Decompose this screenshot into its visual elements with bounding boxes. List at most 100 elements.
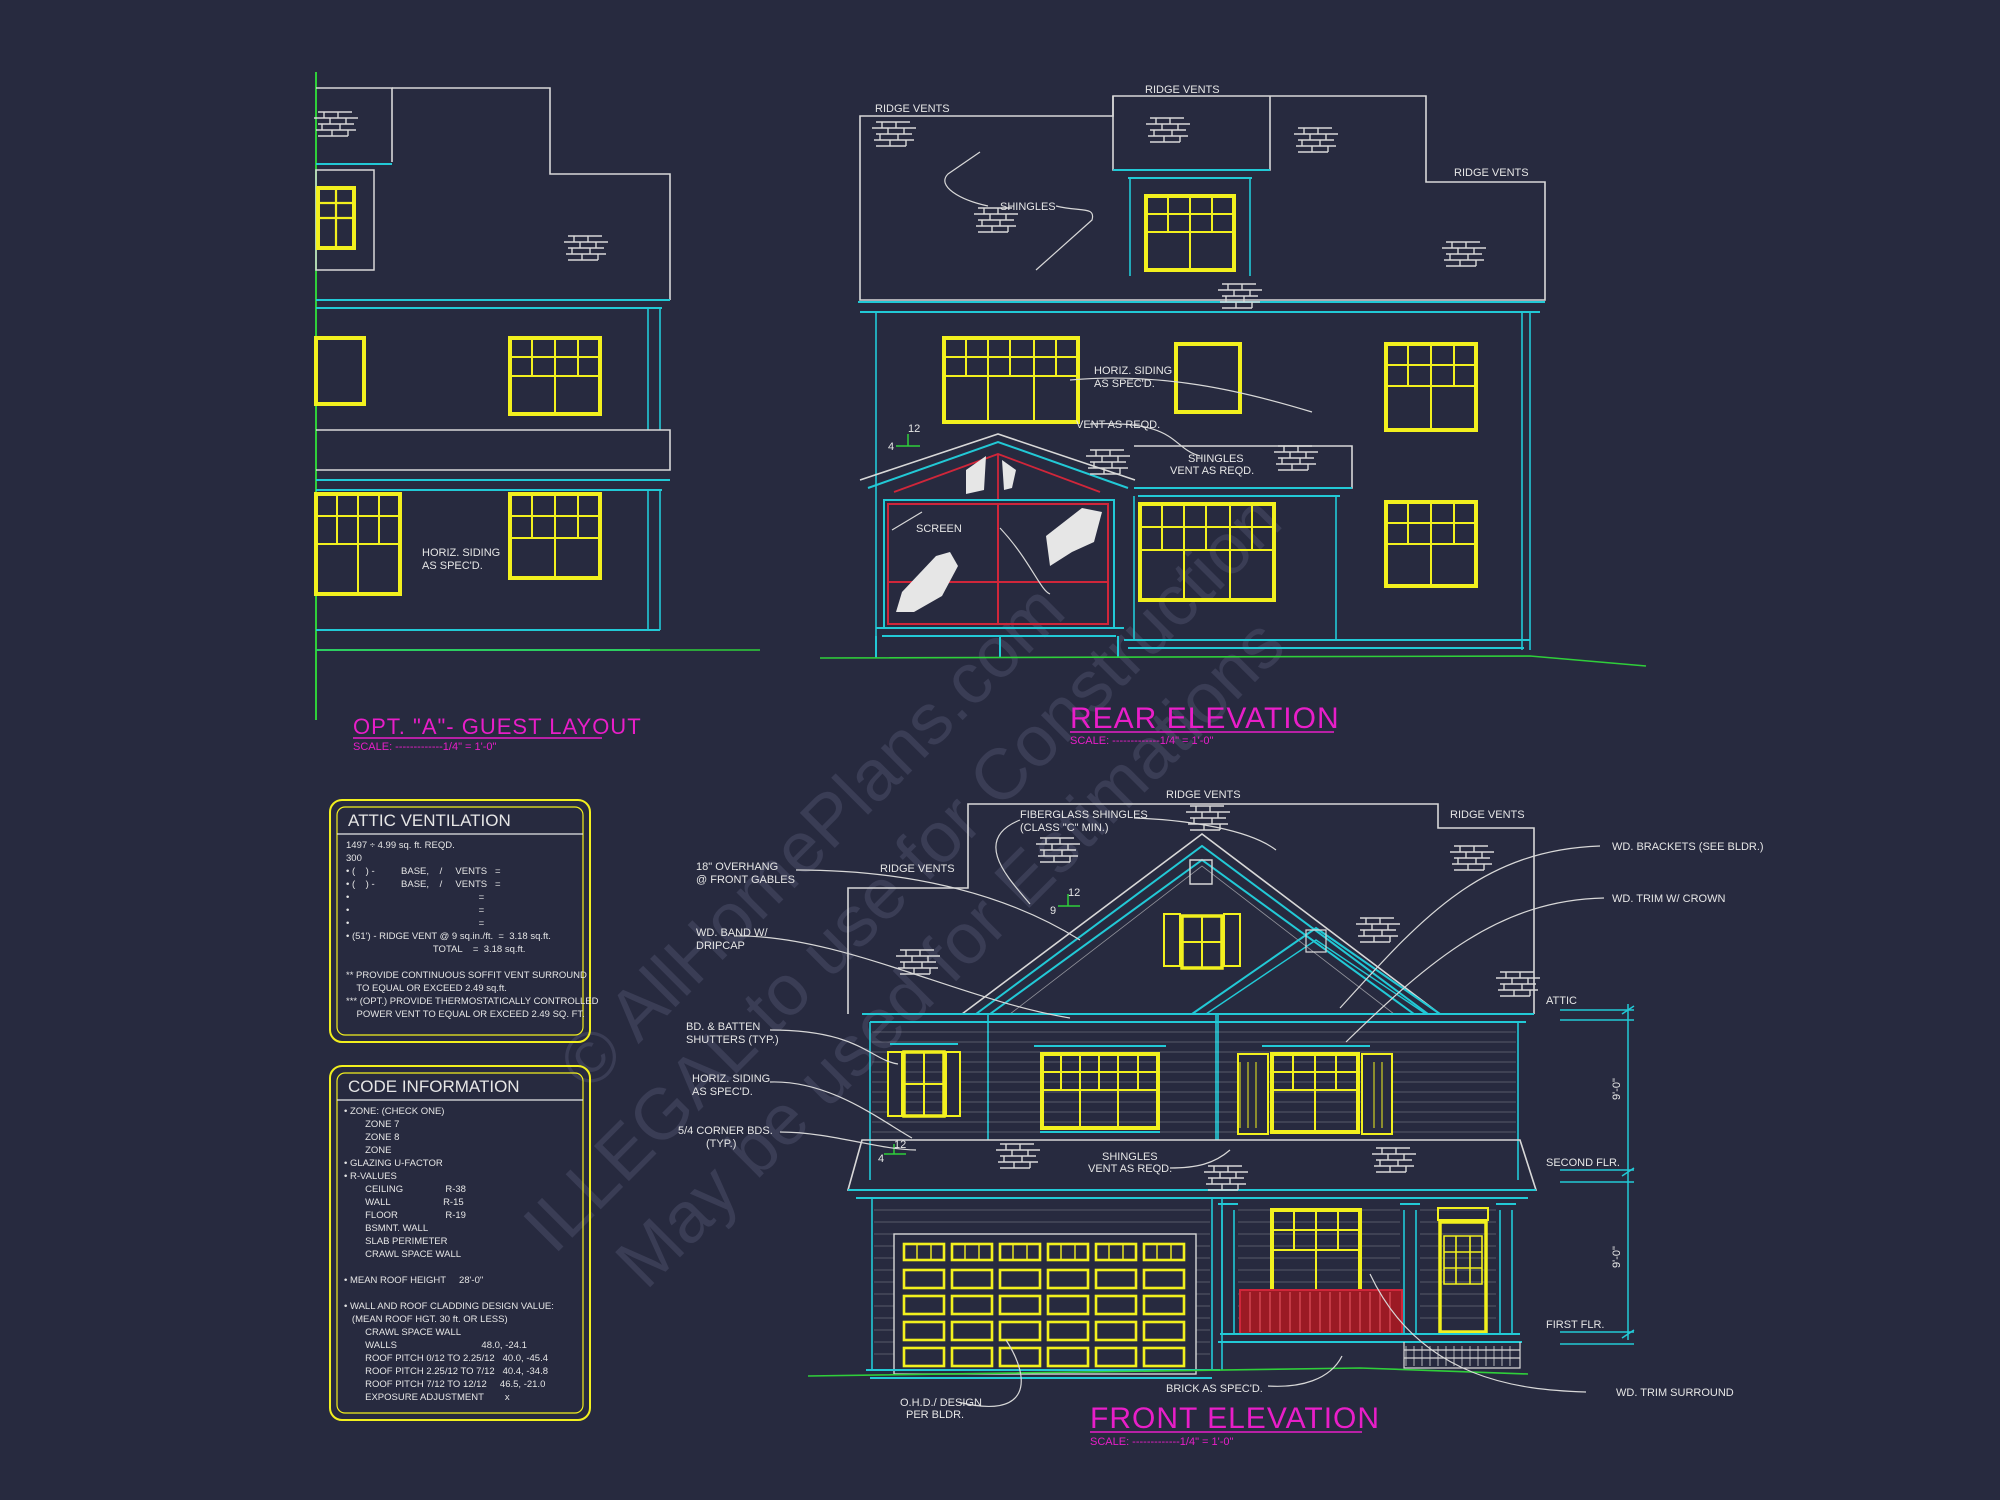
note-front-trim-crown: WD. TRIM W/ CROWN [1612, 893, 1725, 905]
table-line: • = [346, 905, 485, 916]
note-front-ohd-1: O.H.D./ DESIGN [900, 1397, 982, 1409]
table-line: • R-VALUES [344, 1171, 397, 1182]
garage-door-panel [1046, 1294, 1090, 1316]
level-first-floor: FIRST FLR. [1546, 1319, 1604, 1331]
note-front-band-2: DRIPCAP [696, 940, 745, 952]
front-elevation-title: FRONT ELEVATION [1090, 1402, 1380, 1435]
table-line: • = [346, 892, 485, 903]
window [1138, 502, 1276, 602]
note-guest-siding-2: AS SPEC'D. [422, 560, 483, 572]
note-front-corner-1: 5/4 CORNER BDS. [678, 1125, 773, 1137]
garage-door-panel [1094, 1346, 1138, 1368]
rear-elevation-title: REAR ELEVATION [1070, 702, 1340, 735]
table-line: 300 [346, 853, 362, 864]
garage-door-panel [1046, 1320, 1090, 1342]
note-front-trim-surround: WD. TRIM SURROUND [1616, 1387, 1734, 1399]
note-front-brackets: WD. BRACKETS (SEE BLDR.) [1612, 841, 1764, 853]
table-line: • ZONE: (CHECK ONE) [344, 1106, 444, 1117]
garage-door-panel [1094, 1242, 1138, 1262]
garage-door-panel [1142, 1346, 1186, 1368]
garage-door [902, 1242, 1186, 1368]
table-line: WALL R-15 [344, 1197, 464, 1208]
level-dimensions: ATTIC SECOND FLR. FIRST FLR. 9'-0" 9'-0" [1546, 995, 1635, 1345]
garage-door-panel [1046, 1346, 1090, 1368]
note-front-brick: BRICK AS SPEC'D. [1166, 1383, 1263, 1395]
note-guest-siding-1: HORIZ. SIDING [422, 547, 500, 559]
level-attic: ATTIC [1546, 995, 1577, 1007]
garage-door-panel [1142, 1268, 1186, 1290]
guest-layout-elevation: HORIZ. SIDING AS SPEC'D. OPT. "A"- GUEST… [313, 72, 760, 753]
front-elevation-scale: SCALE: -------------1/4" = 1'-0" [1090, 1436, 1234, 1448]
garage-door-panel [998, 1268, 1042, 1290]
note-front-ohd-2: PER BLDR. [906, 1409, 964, 1421]
note-front-ridge-left: RIDGE VENTS [880, 863, 955, 875]
table-line: ZONE 8 [344, 1132, 399, 1143]
table-line: BSMNT. WALL [344, 1223, 428, 1234]
attic-ventilation-title: ATTIC VENTILATION [348, 811, 511, 830]
note-rear-ridge-vents-right: RIDGE VENTS [1454, 167, 1529, 179]
note-rear-shingles-vent-2: VENT AS REQD. [1170, 465, 1254, 477]
front-elevation: 12 9 12 4 ATTIC SECOND FLR. FIRST FLR. 9… [678, 789, 1764, 1448]
garage-window-mullion [964, 1244, 980, 1260]
note-front-band-1: WD. BAND W/ [696, 927, 768, 939]
dim-upper: 9'-0" [1611, 1078, 1623, 1100]
window [508, 336, 602, 416]
garage-door-panel [950, 1294, 994, 1316]
table-line: POWER VENT TO EQUAL OR EXCEED 2.49 SQ. F… [346, 1009, 585, 1020]
table-line: (MEAN ROOF HGT. 30 ft. OR LESS) [344, 1314, 508, 1325]
rear-elevation-scale: SCALE: -------------1/4" = 1'-0" [1070, 735, 1214, 747]
note-front-shingles-vent-1: SHINGLES [1102, 1151, 1158, 1163]
garage-door-panel [1094, 1320, 1138, 1342]
front-pitch-rise: 12 [1068, 887, 1080, 899]
note-rear-siding-1: HORIZ. SIDING [1094, 365, 1172, 377]
garage-door-panel [998, 1294, 1042, 1316]
table-line: • WALL AND ROOF CLADDING DESIGN VALUE: [344, 1301, 554, 1312]
window [1034, 1045, 1166, 1133]
note-front-siding-1: HORIZ. SIDING [692, 1073, 770, 1085]
front-pitch-run-low: 4 [878, 1153, 884, 1165]
garage-door-panel [902, 1242, 946, 1262]
garage-door-panel [950, 1346, 994, 1368]
table-line: *** (OPT.) PROVIDE THERMOSTATICALLY CONT… [346, 996, 599, 1007]
table-line: • GLAZING U-FACTOR [344, 1158, 443, 1169]
note-front-overhang-1: 18" OVERHANG [696, 861, 778, 873]
garage-door-panel [950, 1320, 994, 1342]
window [1384, 500, 1478, 588]
code-information-lines: • ZONE: (CHECK ONE) ZONE 7 ZONE 8 ZONE• … [344, 1106, 554, 1403]
rear-pitch-rise: 12 [908, 423, 920, 435]
garage-door-panel [998, 1346, 1042, 1368]
table-line: • ( ) - BASE, / VENTS = [346, 879, 501, 890]
window [942, 336, 1080, 424]
garage-door-panel [1142, 1242, 1186, 1262]
table-line: ROOF PITCH 7/12 TO 12/12 46.5, -21.0 [344, 1379, 545, 1390]
garage-door-panel [1046, 1268, 1090, 1290]
window [314, 492, 402, 596]
garage-window-mullion [1012, 1244, 1028, 1260]
garage-door-panel [1094, 1268, 1138, 1290]
window [316, 186, 356, 250]
window [314, 336, 366, 406]
table-line: ROOF PITCH 2.25/12 TO 7/12 40.4, -34.8 [344, 1366, 548, 1377]
table-line: • ( ) - BASE, / VENTS = [346, 866, 501, 877]
window [508, 492, 602, 580]
dormer-window [1144, 194, 1236, 272]
table-line: ** PROVIDE CONTINUOUS SOFFIT VENT SURROU… [346, 970, 587, 981]
level-second-floor: SECOND FLR. [1546, 1157, 1620, 1169]
attic-ventilation-lines: 1497 ÷ 4.99 sq. ft. REQD.300• ( ) - BASE… [346, 840, 599, 1020]
porch-railing [1239, 1289, 1403, 1335]
garage-door-panel [902, 1268, 946, 1290]
table-line: FLOOR R-19 [344, 1210, 466, 1221]
window [1174, 342, 1242, 414]
code-information-title: CODE INFORMATION [348, 1077, 520, 1096]
window-with-shutters [887, 1043, 961, 1118]
garage-door-panel [1094, 1294, 1138, 1316]
front-door [1437, 1207, 1489, 1334]
garage-door-panel [902, 1320, 946, 1342]
garage-door-panel [1142, 1320, 1186, 1342]
table-line: SLAB PERIMETER [344, 1236, 448, 1247]
gable-window [1163, 913, 1241, 970]
garage-door-panel [998, 1242, 1042, 1262]
garage-door-frame [893, 1233, 1197, 1375]
table-line: TO EQUAL OR EXCEED 2.49 sq.ft. [346, 983, 507, 994]
